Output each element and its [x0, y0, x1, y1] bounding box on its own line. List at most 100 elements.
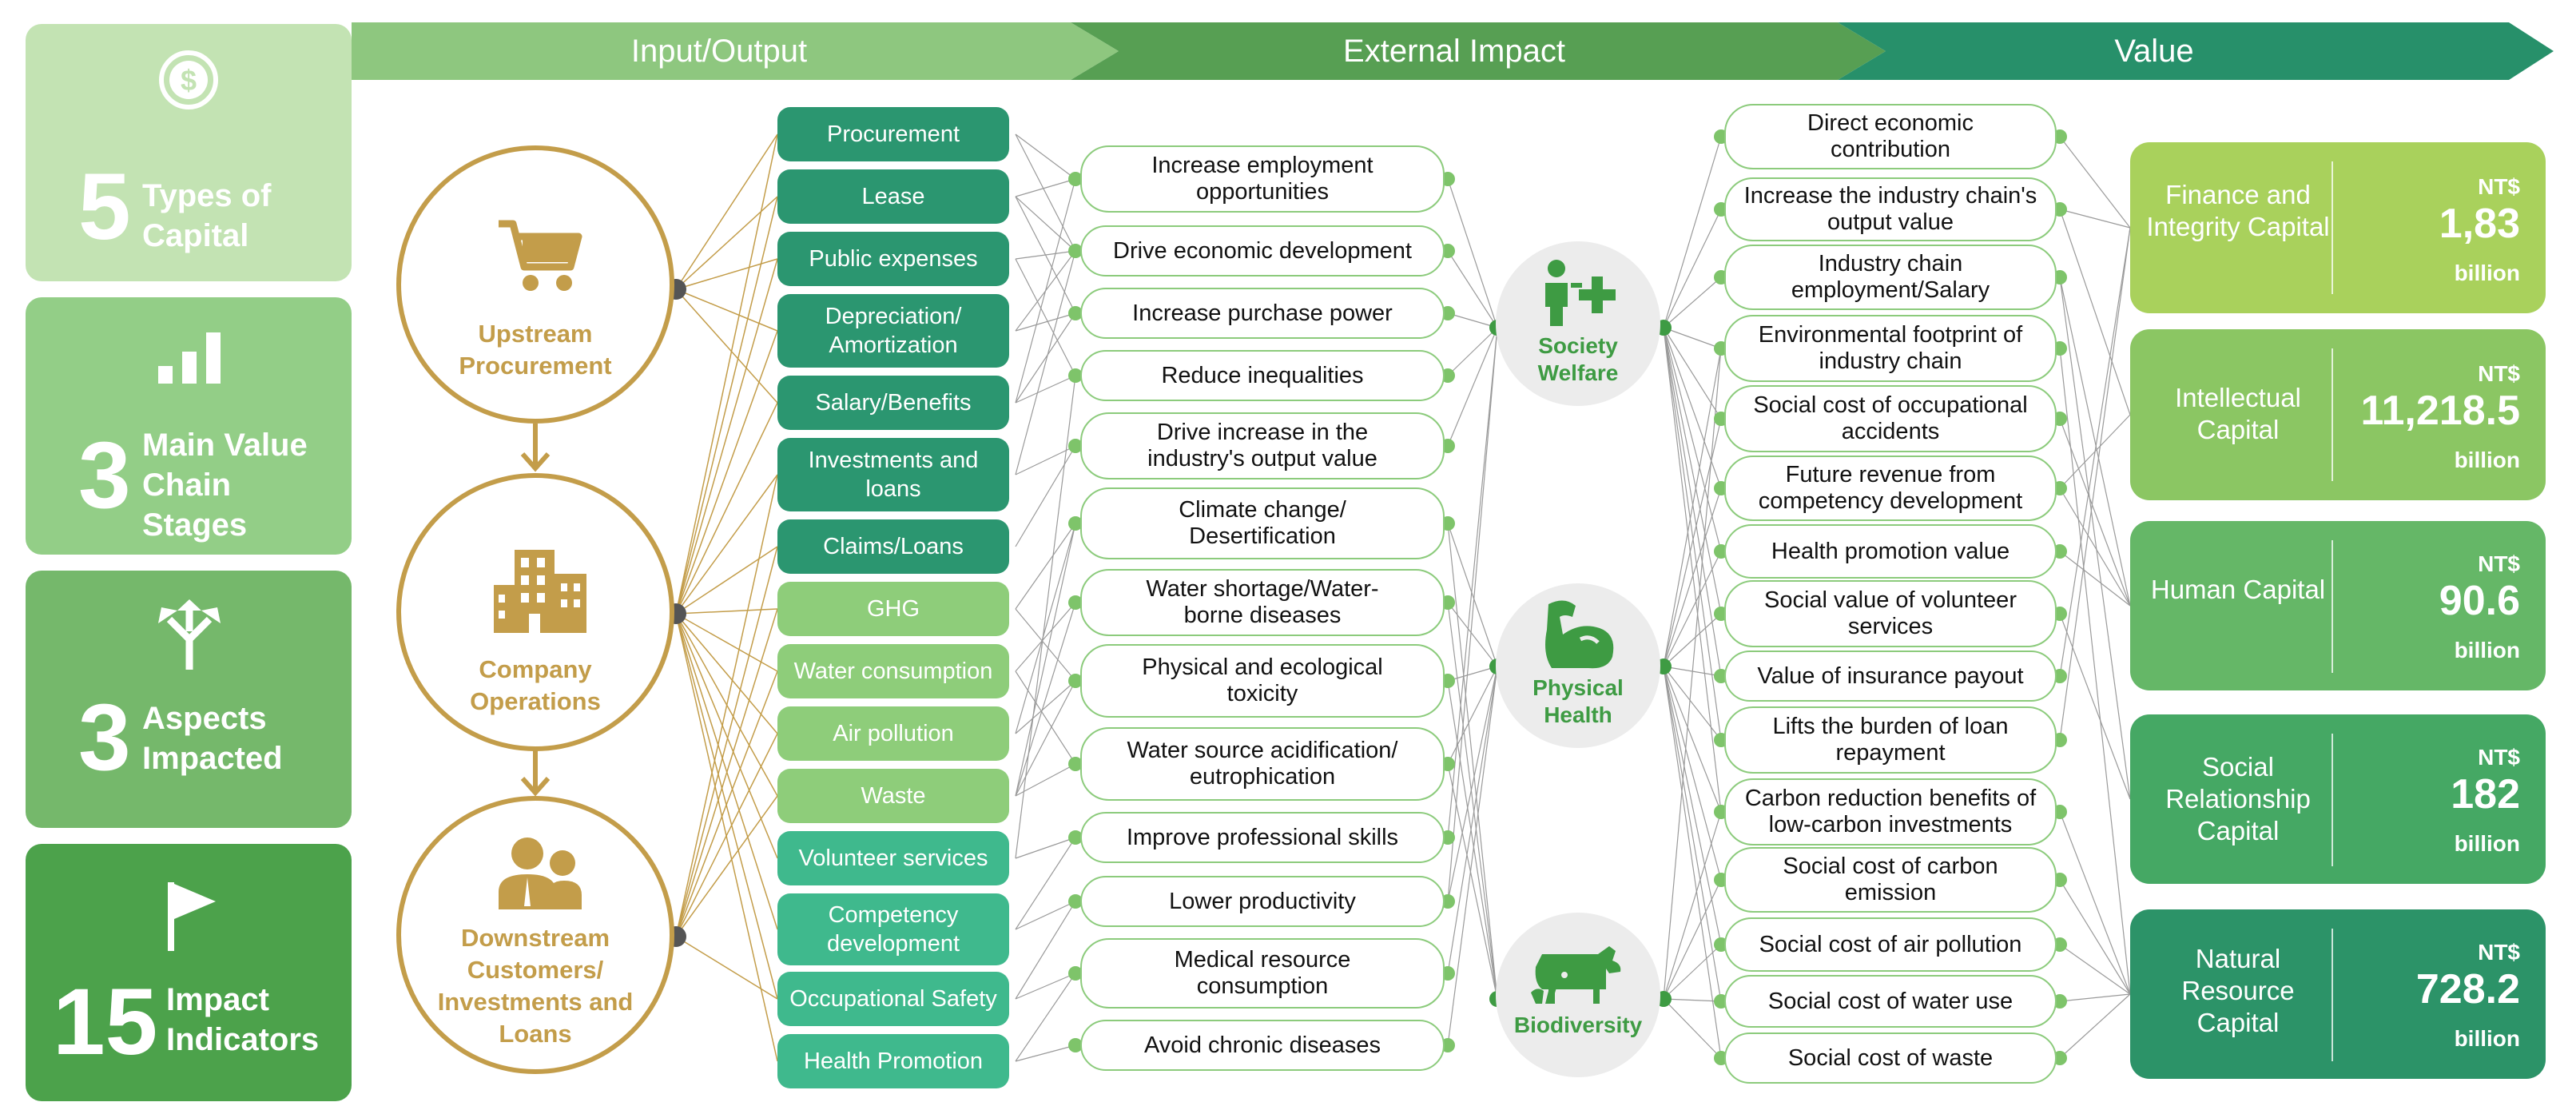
connector-line — [1663, 327, 1722, 615]
connector-line — [1015, 196, 1076, 252]
connector-line — [1663, 327, 1722, 813]
capital-unit: NT$ — [2478, 745, 2520, 770]
connector-line — [1447, 327, 1498, 902]
connector-line — [2059, 551, 2131, 607]
connector-line — [1663, 666, 1722, 813]
capital-suffix: billion — [2454, 448, 2520, 472]
connector-line — [1015, 133, 1076, 180]
capital-suffix: billion — [2454, 831, 2520, 856]
connector-line — [1015, 901, 1076, 1000]
input-depreciation: Depreciation/ Amortization — [777, 294, 1009, 368]
divider — [2332, 161, 2333, 294]
aspect-label: Biodiversity — [1513, 1013, 1643, 1037]
connector-line — [1447, 666, 1498, 682]
input-claims-loans: Claims/Loans — [777, 519, 1009, 574]
value-item: Social cost of waste — [1724, 1032, 2057, 1084]
impact-item: Avoid chronic diseases — [1080, 1020, 1445, 1071]
cow-icon — [1529, 943, 1625, 1009]
connector-line — [1015, 250, 1076, 260]
input-water-consumption: Water consumption — [777, 644, 1009, 698]
connector-line — [1015, 250, 1076, 475]
connector-line — [675, 608, 778, 937]
aspect-society-welfare: Society Welfare — [1496, 241, 1660, 406]
connector-line — [675, 613, 778, 1000]
connector-line — [1447, 666, 1498, 974]
connector-line — [1663, 348, 1722, 1000]
capital-intellectual: Intellectual Capital NT$ 11,218.5 billio… — [2130, 329, 2546, 500]
capital-value: 90.6 — [2439, 578, 2520, 624]
connector-line — [1015, 312, 1076, 332]
connector-line — [675, 474, 778, 937]
input-volunteer-services: Volunteer services — [777, 831, 1009, 885]
value-item: Environmental footprint of industry chai… — [1724, 315, 2057, 382]
stage-label: Downstream Customers/ Investments and Lo… — [437, 924, 634, 1048]
connector-line — [1015, 973, 1076, 1062]
connector-line — [675, 402, 778, 615]
summary-card-capital: $ 5 Types of Capital — [26, 24, 352, 281]
connector-line — [2059, 277, 2131, 800]
value-item: Lifts the burden of loan repayment — [1724, 706, 2057, 774]
connector-line — [1015, 608, 1076, 682]
connector-line — [1447, 312, 1498, 328]
impact-item: Physical and ecological toxicity — [1080, 644, 1445, 718]
connector-line — [1447, 666, 1498, 1046]
connector-line — [2059, 227, 2131, 677]
connector-line — [1447, 327, 1498, 447]
connector-line — [1663, 998, 1722, 1059]
capital-name: Social Relationship Capital — [2165, 752, 2311, 845]
connector-line — [1447, 250, 1498, 328]
connector-line — [675, 936, 778, 1000]
capital-name: Natural Resource Capital — [2181, 944, 2295, 1037]
connector-line — [2059, 209, 2131, 229]
value-item: Value of insurance payout — [1724, 650, 2057, 702]
capital-name: Intellectual Capital — [2175, 383, 2301, 444]
connector-line — [675, 608, 778, 615]
stage-label: Upstream Procurement — [459, 320, 612, 380]
connector-line — [1663, 327, 1722, 349]
connector-line — [2059, 811, 2131, 995]
aspect-physical-health: Physical Health — [1496, 583, 1660, 748]
stage-label: Company Operations — [470, 655, 601, 715]
connector-line — [675, 133, 778, 290]
connector-line — [1663, 487, 1722, 667]
connector-line — [1663, 277, 1722, 328]
connector-line — [675, 733, 778, 937]
connector-line — [675, 613, 778, 859]
connector-line — [1015, 523, 1076, 734]
connector-line — [1015, 602, 1076, 797]
connector-line — [1015, 1044, 1076, 1062]
connector-line — [1663, 348, 1722, 667]
connector-line — [1015, 445, 1076, 475]
connector-line — [2059, 993, 2131, 1002]
connector-line — [2059, 879, 2131, 995]
input-waste: Waste — [777, 769, 1009, 823]
connector-line — [1663, 209, 1722, 328]
input-procurement: Procurement — [777, 107, 1009, 161]
connector-line — [1015, 375, 1076, 404]
divider — [2332, 929, 2333, 1061]
connector-line — [1663, 418, 1722, 667]
connector-line — [1015, 445, 1076, 547]
connector-line — [1447, 602, 1498, 667]
capital-value: 182 — [2451, 771, 2520, 818]
connector-line — [675, 258, 778, 290]
divider — [2332, 540, 2333, 673]
connector-line — [675, 258, 778, 615]
value-item: Social cost of air pollution — [1724, 917, 2057, 972]
input-occupational-safety: Occupational Safety — [777, 972, 1009, 1026]
input-health-promotion: Health Promotion — [777, 1034, 1009, 1088]
connector-line — [1447, 602, 1498, 1000]
capital-value: 11,218.5 — [2360, 388, 2520, 434]
connector-node — [1068, 516, 1083, 531]
connector-line — [675, 196, 778, 290]
capital-unit: NT$ — [2478, 551, 2520, 576]
connector-line — [1663, 666, 1722, 1059]
connector-line — [1015, 837, 1076, 930]
connector-line — [2059, 277, 2131, 607]
connector-line — [1015, 670, 1076, 765]
connector-line — [1663, 666, 1722, 881]
input-air-pollution: Air pollution — [777, 706, 1009, 761]
svg-text:$: $ — [181, 64, 197, 97]
connector-line — [1015, 178, 1076, 404]
